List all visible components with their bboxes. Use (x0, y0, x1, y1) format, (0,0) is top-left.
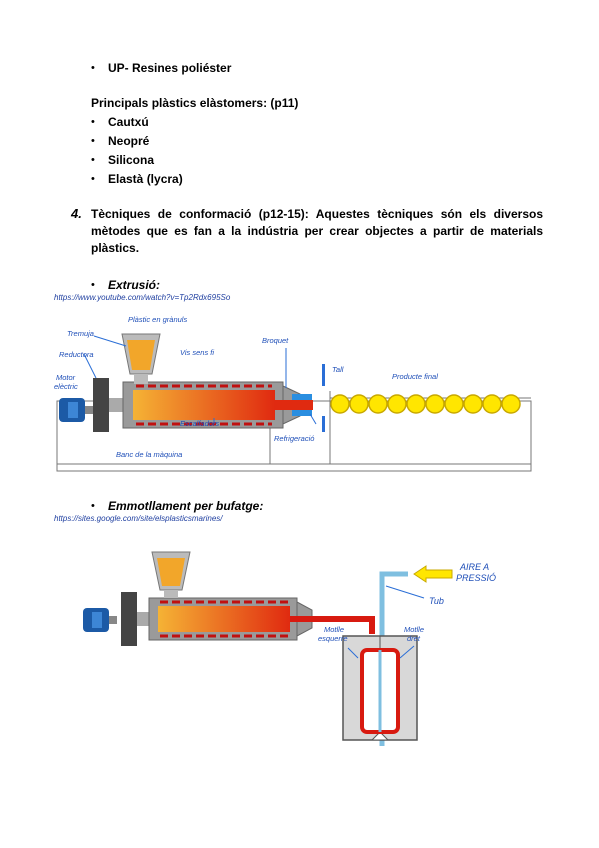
label-tremuja: Tremuja (67, 329, 94, 338)
label-motlle-dret: Motlle (404, 625, 424, 634)
extrusion-link[interactable]: https://www.youtube.com/watch?v=Tp2Rdx69… (54, 293, 231, 302)
motor-icon (59, 398, 93, 422)
label-dret: dret (407, 634, 421, 643)
label-producte: Producte final (392, 372, 438, 381)
bullet-dot: • (91, 279, 95, 291)
label-electric: elèctric (54, 382, 78, 391)
label-banc: Banc de la màquina (116, 450, 182, 459)
motor-icon (83, 608, 117, 632)
bullet-dot: • (91, 116, 95, 128)
list-item-up-resins: UP- Resines poliéster (108, 61, 232, 75)
blow-link[interactable]: https://sites.google.com/site/elsplastic… (54, 514, 223, 523)
label-tub: Tub (429, 596, 444, 606)
label-esquerre: esquerre (318, 634, 348, 643)
bullet-dot: • (91, 173, 95, 185)
blow-molding-diagram: AIRE A PRESSIÓ Tub Motlle esquerre Motll… (83, 551, 496, 746)
label-plastic: Plàstic en grànuls (128, 315, 187, 324)
label-tall: Tall (332, 365, 344, 374)
list-item: Silicona (108, 153, 155, 167)
elastomers-heading: Principals plàstics elàstomers: (p11) (91, 96, 299, 110)
section-number: 4. (71, 206, 82, 221)
label-reductora: Reductora (59, 350, 94, 359)
bullet-dot: • (91, 500, 95, 512)
extrusion-diagram: Plàstic en grànuls Tremuja Reductora Mot… (54, 315, 532, 472)
label-aire: AIRE A (459, 562, 489, 572)
label-pressio: PRESSIÓ (456, 573, 496, 583)
label-broquet: Broquet (262, 336, 289, 345)
extrusion-title: Extrusió: (108, 278, 161, 292)
bullet-dot: • (91, 154, 95, 166)
label-refrigeracio: Refrigeració (274, 434, 314, 443)
label-escalfadors: Escalfadors (180, 419, 219, 428)
bullet-dot: • (91, 135, 95, 147)
list-item: Cautxú (108, 115, 149, 129)
blow-title: Emmotllament per bufatge: (108, 499, 264, 513)
bullet-dot: • (91, 62, 95, 74)
label-motor: Motor (56, 373, 76, 382)
list-item: Elastà (lycra) (108, 172, 183, 186)
section-paragraph: Tècniques de conformació (p12-15): Aques… (91, 207, 543, 255)
list-item: Neopré (108, 134, 150, 148)
label-vis: Vis sens fi (180, 348, 214, 357)
label-motlle-esquerre: Motlle (324, 625, 344, 634)
